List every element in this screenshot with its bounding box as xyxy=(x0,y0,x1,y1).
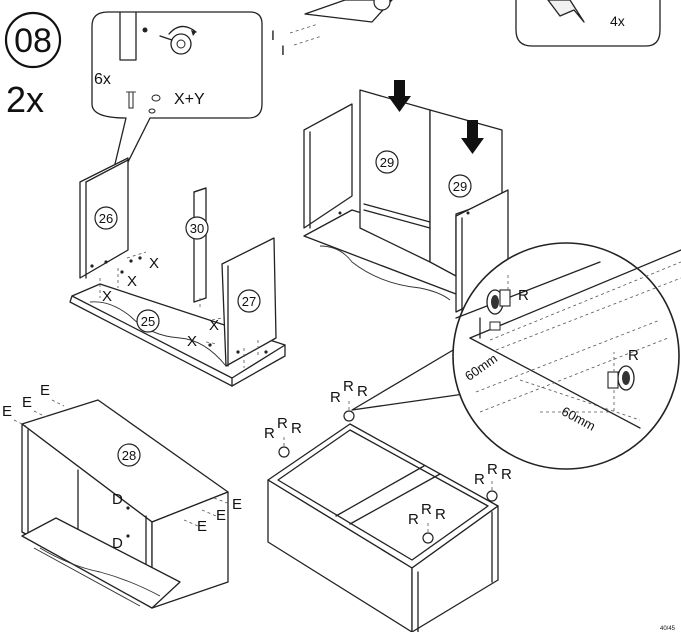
letter-x-1: X xyxy=(149,255,159,272)
letter-e-4: E xyxy=(232,496,242,513)
letter-x-4: X xyxy=(209,317,219,334)
page-code: 40/45 xyxy=(660,626,676,632)
part-29b-label: 29 xyxy=(453,179,467,194)
letter-x-3: X xyxy=(102,288,112,305)
screw-callout-bubble: 6x X+Y xyxy=(91,11,263,211)
screw-letters-label: X+Y xyxy=(174,91,205,108)
letter-r-4: R xyxy=(264,425,275,442)
letter-r-7: R xyxy=(408,511,419,528)
caster-icon-4 xyxy=(486,480,498,502)
cam-mark-2: I xyxy=(281,42,285,58)
screw-icon xyxy=(126,91,136,109)
letter-e-1: E xyxy=(2,403,12,420)
panel-30 xyxy=(193,187,207,303)
wheel-icon-2 xyxy=(607,352,635,412)
cam-lock-icon xyxy=(168,25,197,55)
letter-r-mag-2: R xyxy=(628,347,639,364)
letter-e-5: E xyxy=(216,507,226,524)
letter-r-3: R xyxy=(357,383,368,400)
letter-r-9: R xyxy=(435,506,446,523)
step-multiplier: 2x xyxy=(6,79,44,120)
assembly-frame: 26 30 27 25 X X X X X xyxy=(69,157,286,387)
screw-count-label: 6x xyxy=(94,71,111,88)
dowel-icon xyxy=(148,94,161,114)
letter-e-6: E xyxy=(197,518,207,535)
caster-icon-2 xyxy=(278,436,290,458)
part-26-label: 26 xyxy=(99,211,113,226)
cam-fragment: I I xyxy=(271,0,393,58)
letter-d-1: D xyxy=(112,491,123,508)
part-28-label: 28 xyxy=(122,448,136,463)
wheel-detail-magnifier: R R 60mm 60mm xyxy=(351,242,681,470)
caster-icon-3 xyxy=(422,522,434,544)
caster-icon-1 xyxy=(343,400,355,422)
step-number: 08 xyxy=(14,22,52,60)
assembly-back: 29 29 xyxy=(303,80,509,313)
assembly-carcass: 28 E E E E E E D D xyxy=(2,382,242,609)
letter-r-10: R xyxy=(474,471,485,488)
letter-r-11: R xyxy=(487,461,498,478)
letter-r-8: R xyxy=(421,501,432,518)
wheel-callout-bubble: 4x xyxy=(515,0,661,47)
part-27-label: 27 xyxy=(242,294,256,309)
letter-x-5: X xyxy=(187,333,197,350)
letter-r-12: R xyxy=(501,466,512,483)
part-29a-label: 29 xyxy=(380,155,394,170)
part-25-label: 25 xyxy=(141,314,155,329)
down-arrow-2 xyxy=(461,120,484,154)
part-30-label: 30 xyxy=(190,221,204,236)
cam-mark-1: I xyxy=(271,27,275,43)
step-badge: 08 xyxy=(4,11,62,69)
letter-r-mag-1: R xyxy=(518,287,529,304)
letter-x-2: X xyxy=(127,273,137,290)
letter-d-2: D xyxy=(112,535,123,552)
down-arrow-1 xyxy=(388,80,411,112)
letter-e-3: E xyxy=(40,382,50,399)
assembly-cabinet: R R R R R R R R R R R R xyxy=(264,378,512,633)
letter-e-2: E xyxy=(22,394,32,411)
letter-r-1: R xyxy=(330,389,341,406)
letter-r-5: R xyxy=(277,415,288,432)
wheel-count-label: 4x xyxy=(610,13,625,29)
wheel-icon-1 xyxy=(486,275,511,315)
letter-r-2: R xyxy=(343,378,354,395)
letter-r-6: R xyxy=(291,420,302,437)
